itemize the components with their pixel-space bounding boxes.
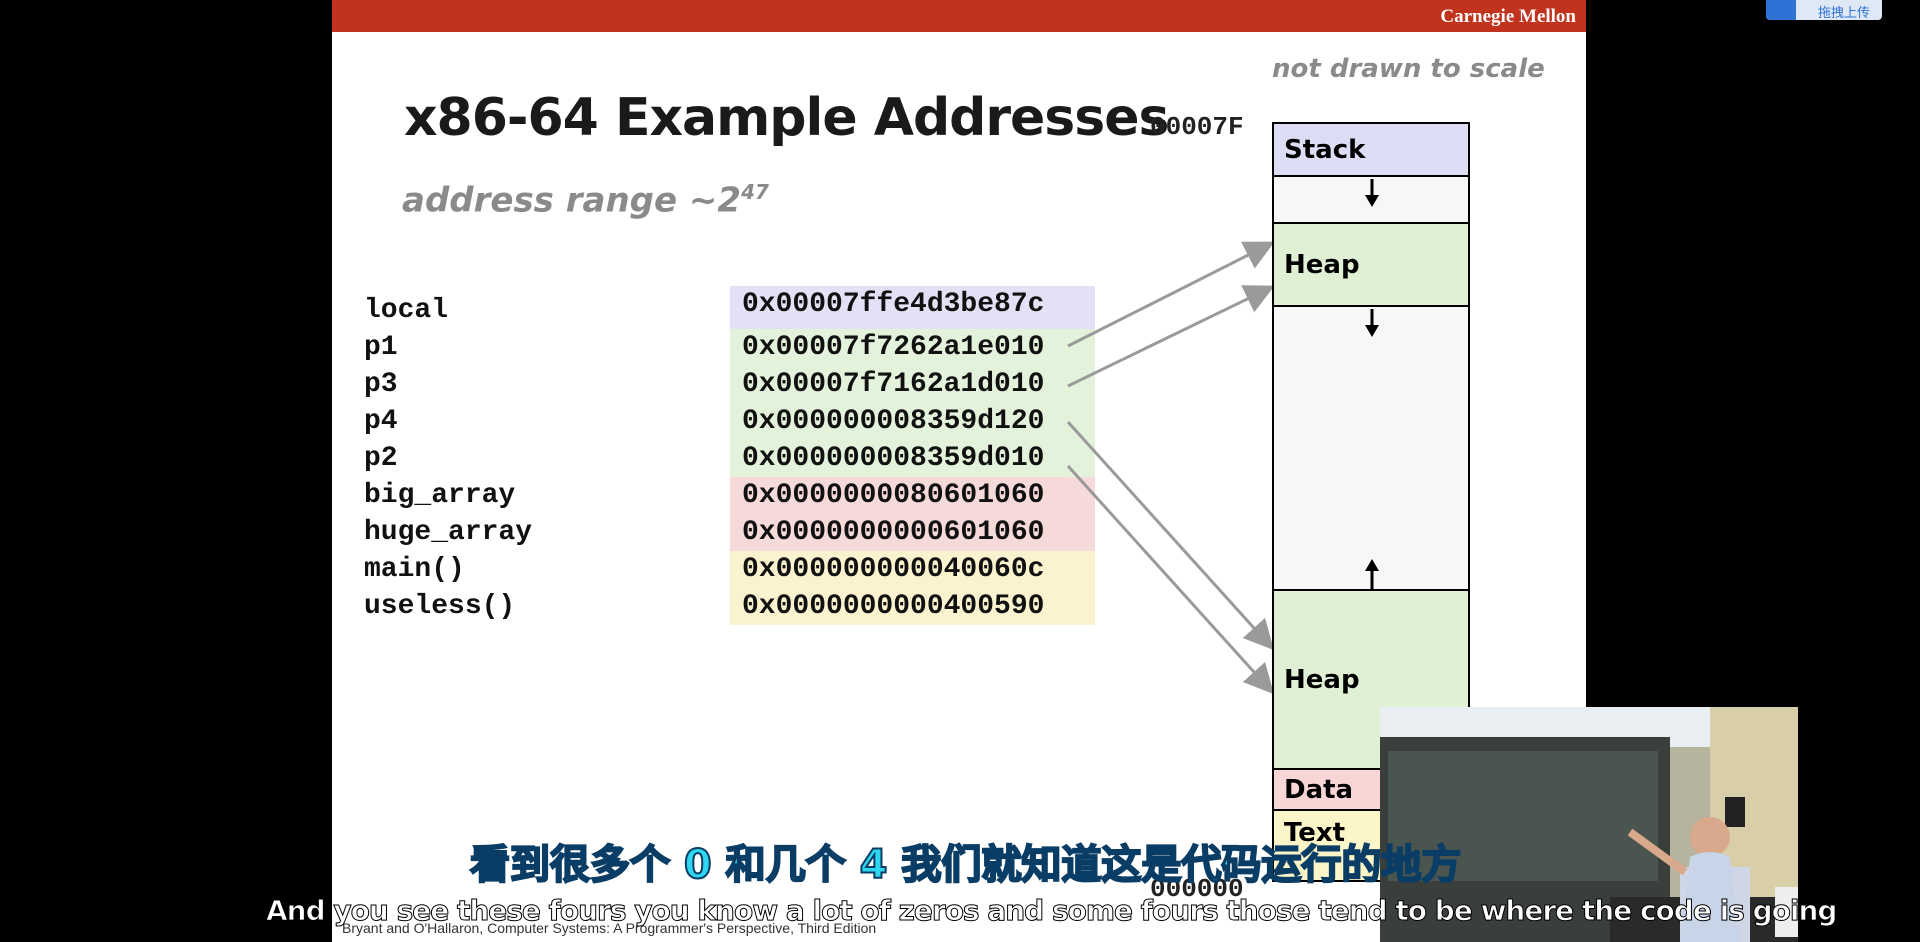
stack-growth-space xyxy=(1272,175,1470,222)
variable-name: big_array xyxy=(364,480,516,511)
variable-address: 0x0000000000400590 xyxy=(730,588,1095,625)
variable-name: main() xyxy=(364,554,465,585)
variable-address: 0x0000000000601060 xyxy=(730,514,1095,551)
variable-name: p3 xyxy=(364,369,398,400)
free-space xyxy=(1272,305,1470,589)
variable-address: 0x0000000080601060 xyxy=(730,477,1095,514)
heap-bottom-label: Heap xyxy=(1284,664,1360,695)
variable-address: 0x000000008359d010 xyxy=(730,440,1095,477)
text-label: Text xyxy=(1284,818,1346,848)
pointer-arrows xyxy=(1066,241,1275,695)
variable-address: 0x00007ffe4d3be87c xyxy=(730,286,1095,329)
variable-address: 0x000000008359d120 xyxy=(730,403,1095,440)
pointer-arrow-p1 xyxy=(1067,241,1275,348)
heap-top-label: Heap xyxy=(1284,249,1360,280)
upload-label: 拖拽上传 xyxy=(1818,5,1871,20)
arrow-down-icon xyxy=(1365,179,1379,207)
memory-bottom-address: 000000 xyxy=(1150,874,1244,904)
pointer-arrow-p4 xyxy=(1066,420,1275,651)
drag-upload-button[interactable]: 拖拽上传 xyxy=(1766,0,1882,20)
stack-label: Stack xyxy=(1284,134,1366,165)
scale-note: not drawn to scale xyxy=(1272,54,1545,84)
lecturer-video-inset xyxy=(1380,707,1798,942)
memory-top-address: 00007F xyxy=(1150,112,1244,142)
data-label: Data xyxy=(1284,774,1354,805)
lecturer-video-frame xyxy=(1380,707,1798,942)
arrow-down-icon xyxy=(1365,309,1379,337)
variable-address: 0x000000000040060c xyxy=(730,551,1095,588)
slide-header-bar: Carnegie Mellon xyxy=(332,0,1586,32)
stack-segment: Stack xyxy=(1272,122,1470,175)
variable-name: p2 xyxy=(364,443,398,474)
arrow-up-icon xyxy=(1365,559,1379,589)
variable-name: p1 xyxy=(364,332,398,363)
cloud-logo-icon xyxy=(1766,0,1796,20)
slide-title: x86-64 Example Addresses xyxy=(404,88,1169,148)
heap-top-segment: Heap xyxy=(1272,222,1470,305)
slide-subtitle: address range ~247 xyxy=(402,180,769,221)
variable-name: p4 xyxy=(364,406,398,437)
university-brand: Carnegie Mellon xyxy=(1440,6,1576,27)
variable-name: useless() xyxy=(364,591,516,622)
pointer-arrow-p3 xyxy=(1067,285,1275,388)
variable-address: 0x00007f7162a1d010 xyxy=(730,366,1095,403)
heap-bottom-segment: Heap xyxy=(1272,589,1470,768)
variable-name: huge_array xyxy=(364,517,533,548)
variable-address: 0x00007f7262a1e010 xyxy=(730,329,1095,366)
slide-footer-credit: Bryant and O'Hallaron, Computer Systems:… xyxy=(342,920,877,936)
subtitle-chinese: 看到很多个 0 和几个 4 我们就知道这是代码运行的地方 xyxy=(469,841,1462,889)
variable-name: local xyxy=(364,295,449,326)
pointer-arrow-p2 xyxy=(1066,464,1275,695)
subtitle-english: And you see these fours you know a lot o… xyxy=(265,894,1837,928)
